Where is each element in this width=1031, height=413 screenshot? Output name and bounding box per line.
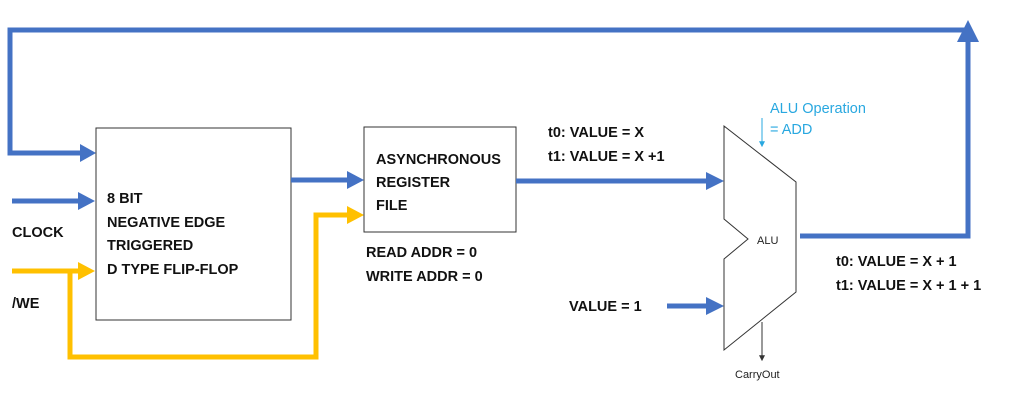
we-regfile-arrow-head <box>347 206 364 224</box>
alu-label: ALU <box>757 235 778 247</box>
clock-arrow-head <box>78 192 95 210</box>
alu-op-line-2: = ADD <box>770 122 812 138</box>
alu-input-b-label: VALUE = 1 <box>569 299 642 315</box>
read-addr-label: READ ADDR = 0 <box>366 245 477 261</box>
regfile-to-alu-arrow-head <box>706 172 724 190</box>
flipflop-label-2: NEGATIVE EDGE <box>107 215 225 231</box>
alu-input-a-t1: t1: VALUE = X +1 <box>548 149 665 165</box>
clock-label: CLOCK <box>12 225 64 241</box>
feedback-bus <box>7 27 971 239</box>
we-route <box>67 212 348 360</box>
alu-output-t0: t0: VALUE = X + 1 <box>836 254 957 270</box>
alu-input-a-t0: t0: VALUE = X <box>548 125 644 141</box>
we-arrow-head <box>78 262 95 280</box>
ff-to-regfile-arrow-head <box>347 171 364 189</box>
flipflop-label-4: D TYPE FLIP-FLOP <box>107 262 239 278</box>
flipflop-box <box>95 127 292 321</box>
feedback-arrow-head <box>957 20 979 42</box>
alu-op-line-1: ALU Operation <box>770 101 866 117</box>
alu-output-t1: t1: VALUE = X + 1 + 1 <box>836 278 981 294</box>
regfile-label-1: ASYNCHRONOUS <box>376 152 501 168</box>
flipflop-label-1: 8 BIT <box>107 191 143 207</box>
value-one-arrow-head <box>706 297 724 315</box>
regfile-label-3: FILE <box>376 198 408 214</box>
carry-out-label: CarryOut <box>735 369 780 381</box>
regfile-label-2: REGISTER <box>376 175 451 191</box>
ff-input-arrow-head <box>80 144 96 162</box>
we-label: /WE <box>12 296 40 312</box>
write-addr-label: WRITE ADDR = 0 <box>366 269 483 285</box>
alu-shape <box>723 124 797 352</box>
flipflop-label-3: TRIGGERED <box>107 238 193 254</box>
